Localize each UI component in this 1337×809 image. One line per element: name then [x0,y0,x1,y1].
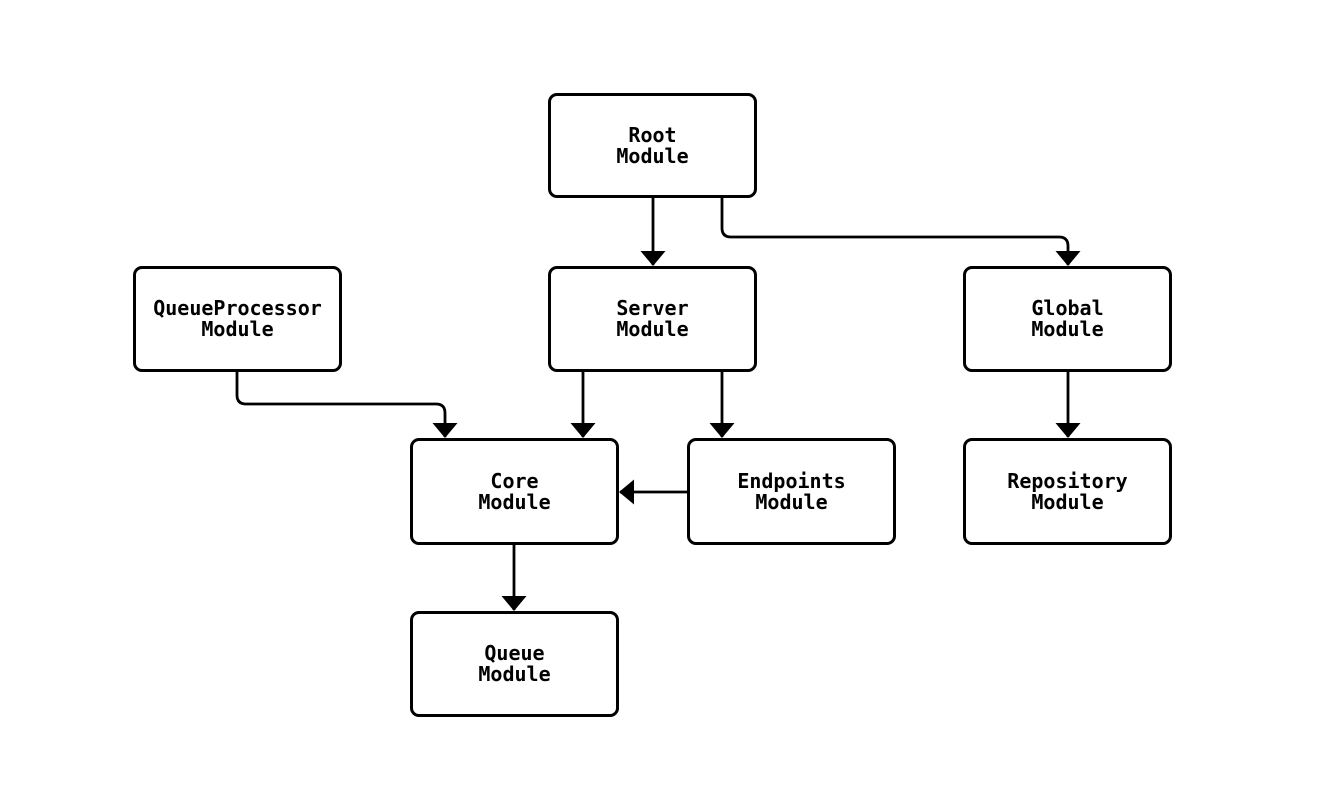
module-node-server: Server Module [548,266,757,372]
module-node-label: Endpoints Module [737,468,846,514]
module-node-label: QueueProcessor Module [153,296,322,341]
module-node-queueprocessor: QueueProcessor Module [133,266,342,372]
module-node-global: Global Module [963,266,1172,372]
module-node-label: Root Module [616,122,689,168]
module-node-core: Core Module [410,438,619,545]
module-node-endpoints: Endpoints Module [687,438,896,545]
module-node-label: Repository Module [1007,468,1128,514]
module-node-label: Global Module [1031,296,1104,341]
module-node-label: Queue Module [478,641,551,686]
module-node-root: Root Module [548,93,757,198]
edge-queueprocessor-core [235,372,458,438]
module-node-repository: Repository Module [963,438,1172,545]
module-node-queue: Queue Module [410,611,619,717]
edge-root-global [720,198,1081,266]
module-node-label: Core Module [478,468,551,514]
module-node-label: Server Module [616,296,689,341]
